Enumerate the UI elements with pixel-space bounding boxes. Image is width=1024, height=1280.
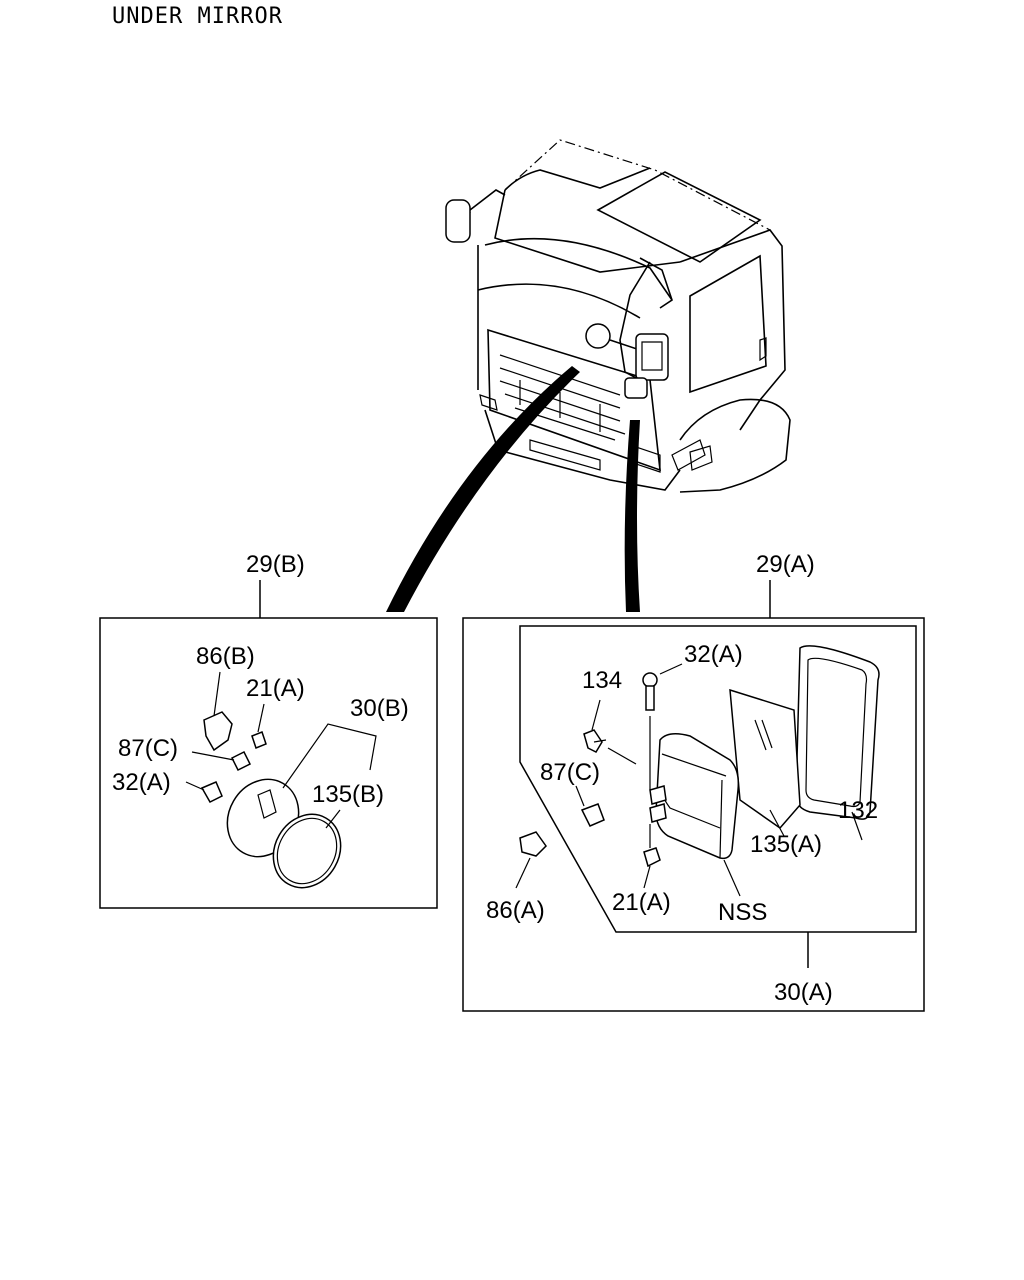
label-nss: NSS [718,899,767,926]
label-132: 132 [838,797,878,824]
label-86b: 86(B) [196,643,255,670]
label-135a: 135(A) [750,831,822,858]
label-29b: 29(B) [246,551,305,578]
label-87c-right: 87(C) [540,759,600,786]
label-30b: 30(B) [350,695,409,722]
label-21a-right: 21(A) [612,889,671,916]
label-86a: 86(A) [486,897,545,924]
label-87c-left: 87(C) [118,735,178,762]
label-30a: 30(A) [774,979,833,1006]
pointer-line-29a [624,420,640,612]
group-29b [99,580,438,909]
diagram-title: UNDER MIRROR [112,4,283,29]
label-134: 134 [582,667,622,694]
truck-cab [445,139,791,493]
label-21a-left: 21(A) [246,675,305,702]
label-29a: 29(A) [756,551,815,578]
label-32a-left: 32(A) [112,769,171,796]
label-32a-right: 32(A) [684,641,743,668]
pointer-line-29b [386,366,580,612]
label-135b: 135(B) [312,781,384,808]
group-29a [462,580,925,1012]
